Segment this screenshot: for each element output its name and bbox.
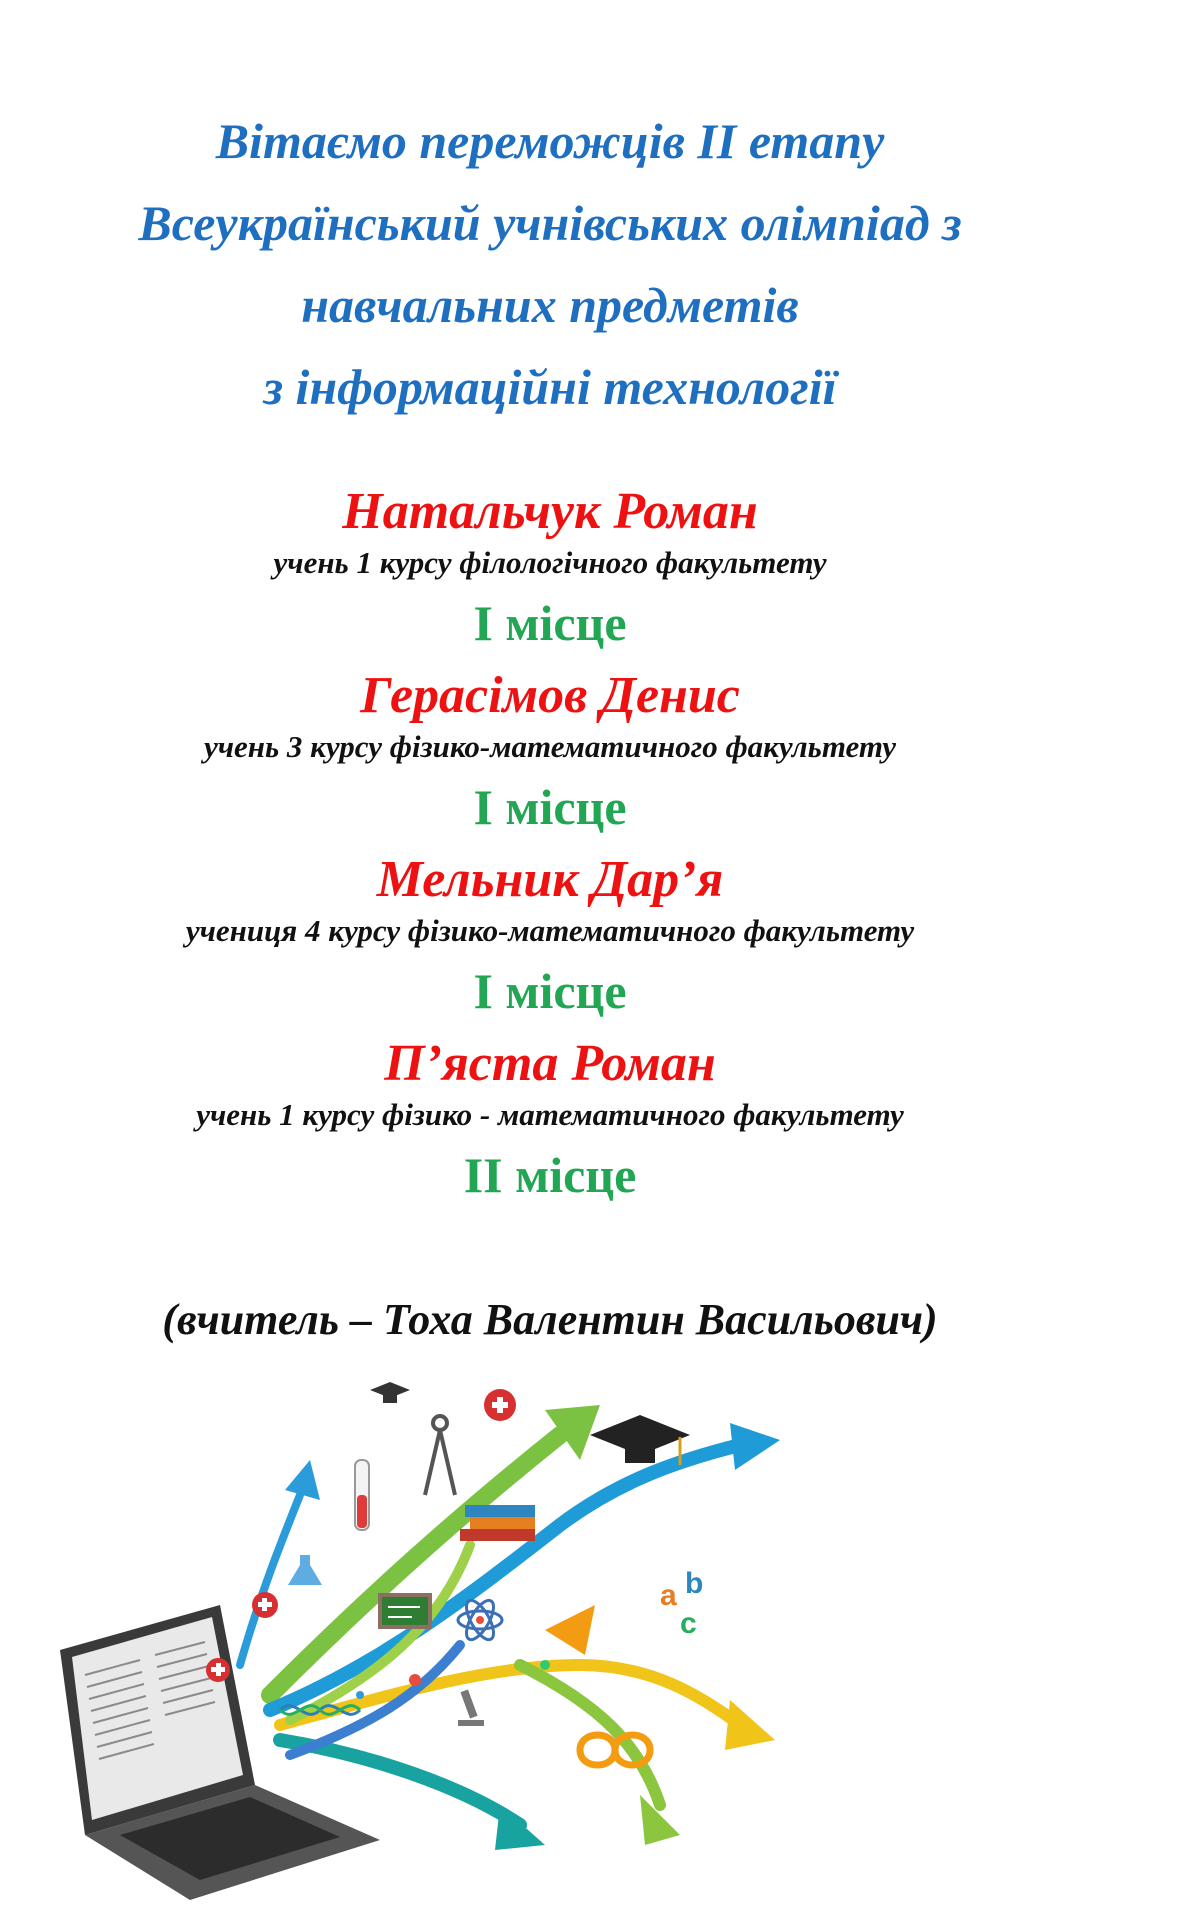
medical-cross-laptop-icon — [206, 1658, 230, 1682]
winner-description: учень 1 курсу філологічного факультету — [273, 545, 827, 580]
small-graduation-cap-icon — [370, 1382, 410, 1403]
arrow-green-2 — [285, 1540, 475, 1725]
winner-place: І місце — [473, 595, 627, 651]
winner-entry: Герасімов Денис учень 3 курсу фізико-мат… — [0, 664, 1100, 848]
arrow-yellow-1 — [274, 1658, 746, 1731]
test-tube-icon — [354, 1459, 370, 1531]
svg-text:c: c — [680, 1607, 697, 1640]
arrow-green-1 — [261, 1426, 569, 1704]
laptop-icon — [60, 1605, 380, 1900]
graduation-cap-icon — [590, 1415, 690, 1465]
triangle-ruler-icon — [545, 1605, 595, 1655]
arrow-head-teal-1 — [495, 1805, 545, 1850]
arrow-head-green-1 — [545, 1405, 600, 1460]
books-icon — [460, 1505, 535, 1541]
arrow-head-blue-3 — [285, 1460, 320, 1500]
chalkboard-icon — [378, 1593, 432, 1629]
arrow-green-3 — [514, 1659, 666, 1811]
winner-entry: Мельник Дар’я учениця 4 курсу фізико-мат… — [0, 848, 1100, 1032]
arrow-blue-1 — [263, 1438, 747, 1717]
heading-line-2: Всеукраїнський учнівських олімпіад з — [138, 195, 962, 251]
winner-place: ІІ місце — [463, 1147, 637, 1203]
svg-text:a: a — [660, 1579, 677, 1612]
winner-name: Натальчук Роман — [342, 483, 758, 540]
winners-list: Натальчук Роман учень 1 курсу філологічн… — [0, 480, 1100, 1216]
winner-entry: П’яста Роман учень 1 курсу фізико - мате… — [0, 1032, 1100, 1216]
arrow-head-yellow-1 — [725, 1700, 775, 1750]
heading-line-3: навчальних предметів — [301, 277, 799, 333]
winner-place: І місце — [473, 963, 627, 1019]
winner-name: Мельник Дар’я — [376, 851, 724, 908]
decorative-dots — [356, 1660, 550, 1699]
page-heading: Вітаємо переможців ІІ етапу Всеукраїнськ… — [0, 100, 1100, 428]
heading-line-1: Вітаємо переможців ІІ етапу — [215, 113, 885, 169]
medical-cross-icon — [484, 1389, 516, 1421]
arrow-blue-3 — [236, 1491, 304, 1669]
screen-text-lines — [84, 1641, 216, 1760]
atom-icon — [456, 1598, 504, 1642]
compass-icon — [423, 1414, 457, 1496]
winner-description: учень 3 курсу фізико-математичного факул… — [203, 729, 897, 764]
svg-text:b: b — [685, 1567, 703, 1600]
teacher-credit: (вчитель – Тоха Валентин Васильович) — [162, 1295, 938, 1344]
winner-description: учень 1 курсу фізико - математичного фак… — [196, 1097, 904, 1132]
winner-name: П’яста Роман — [384, 1035, 716, 1092]
education-illustration: a b c — [60, 1382, 780, 1900]
heading-line-4: з інформаційні технології — [263, 359, 837, 415]
winner-place: І місце — [473, 779, 627, 835]
microscope-icon — [458, 1689, 484, 1726]
winner-entry: Натальчук Роман учень 1 курсу філологічн… — [0, 480, 1100, 664]
flask-icon — [288, 1555, 322, 1585]
laptop-keyboard — [120, 1797, 340, 1880]
abc-letters-icon: a b c — [660, 1567, 703, 1640]
medical-cross-small-icon — [252, 1592, 278, 1618]
arrow-blue-2 — [285, 1640, 465, 1760]
infinity-icon — [576, 1731, 654, 1769]
dna-icon — [278, 1704, 362, 1716]
arrow-head-green-3 — [640, 1795, 680, 1845]
arrow-head-blue-1 — [730, 1423, 780, 1470]
winner-name: Герасімов Денис — [360, 667, 740, 724]
arrows-group — [236, 1405, 780, 1850]
winner-description: учениця 4 курсу фізико-математичного фак… — [185, 913, 915, 948]
